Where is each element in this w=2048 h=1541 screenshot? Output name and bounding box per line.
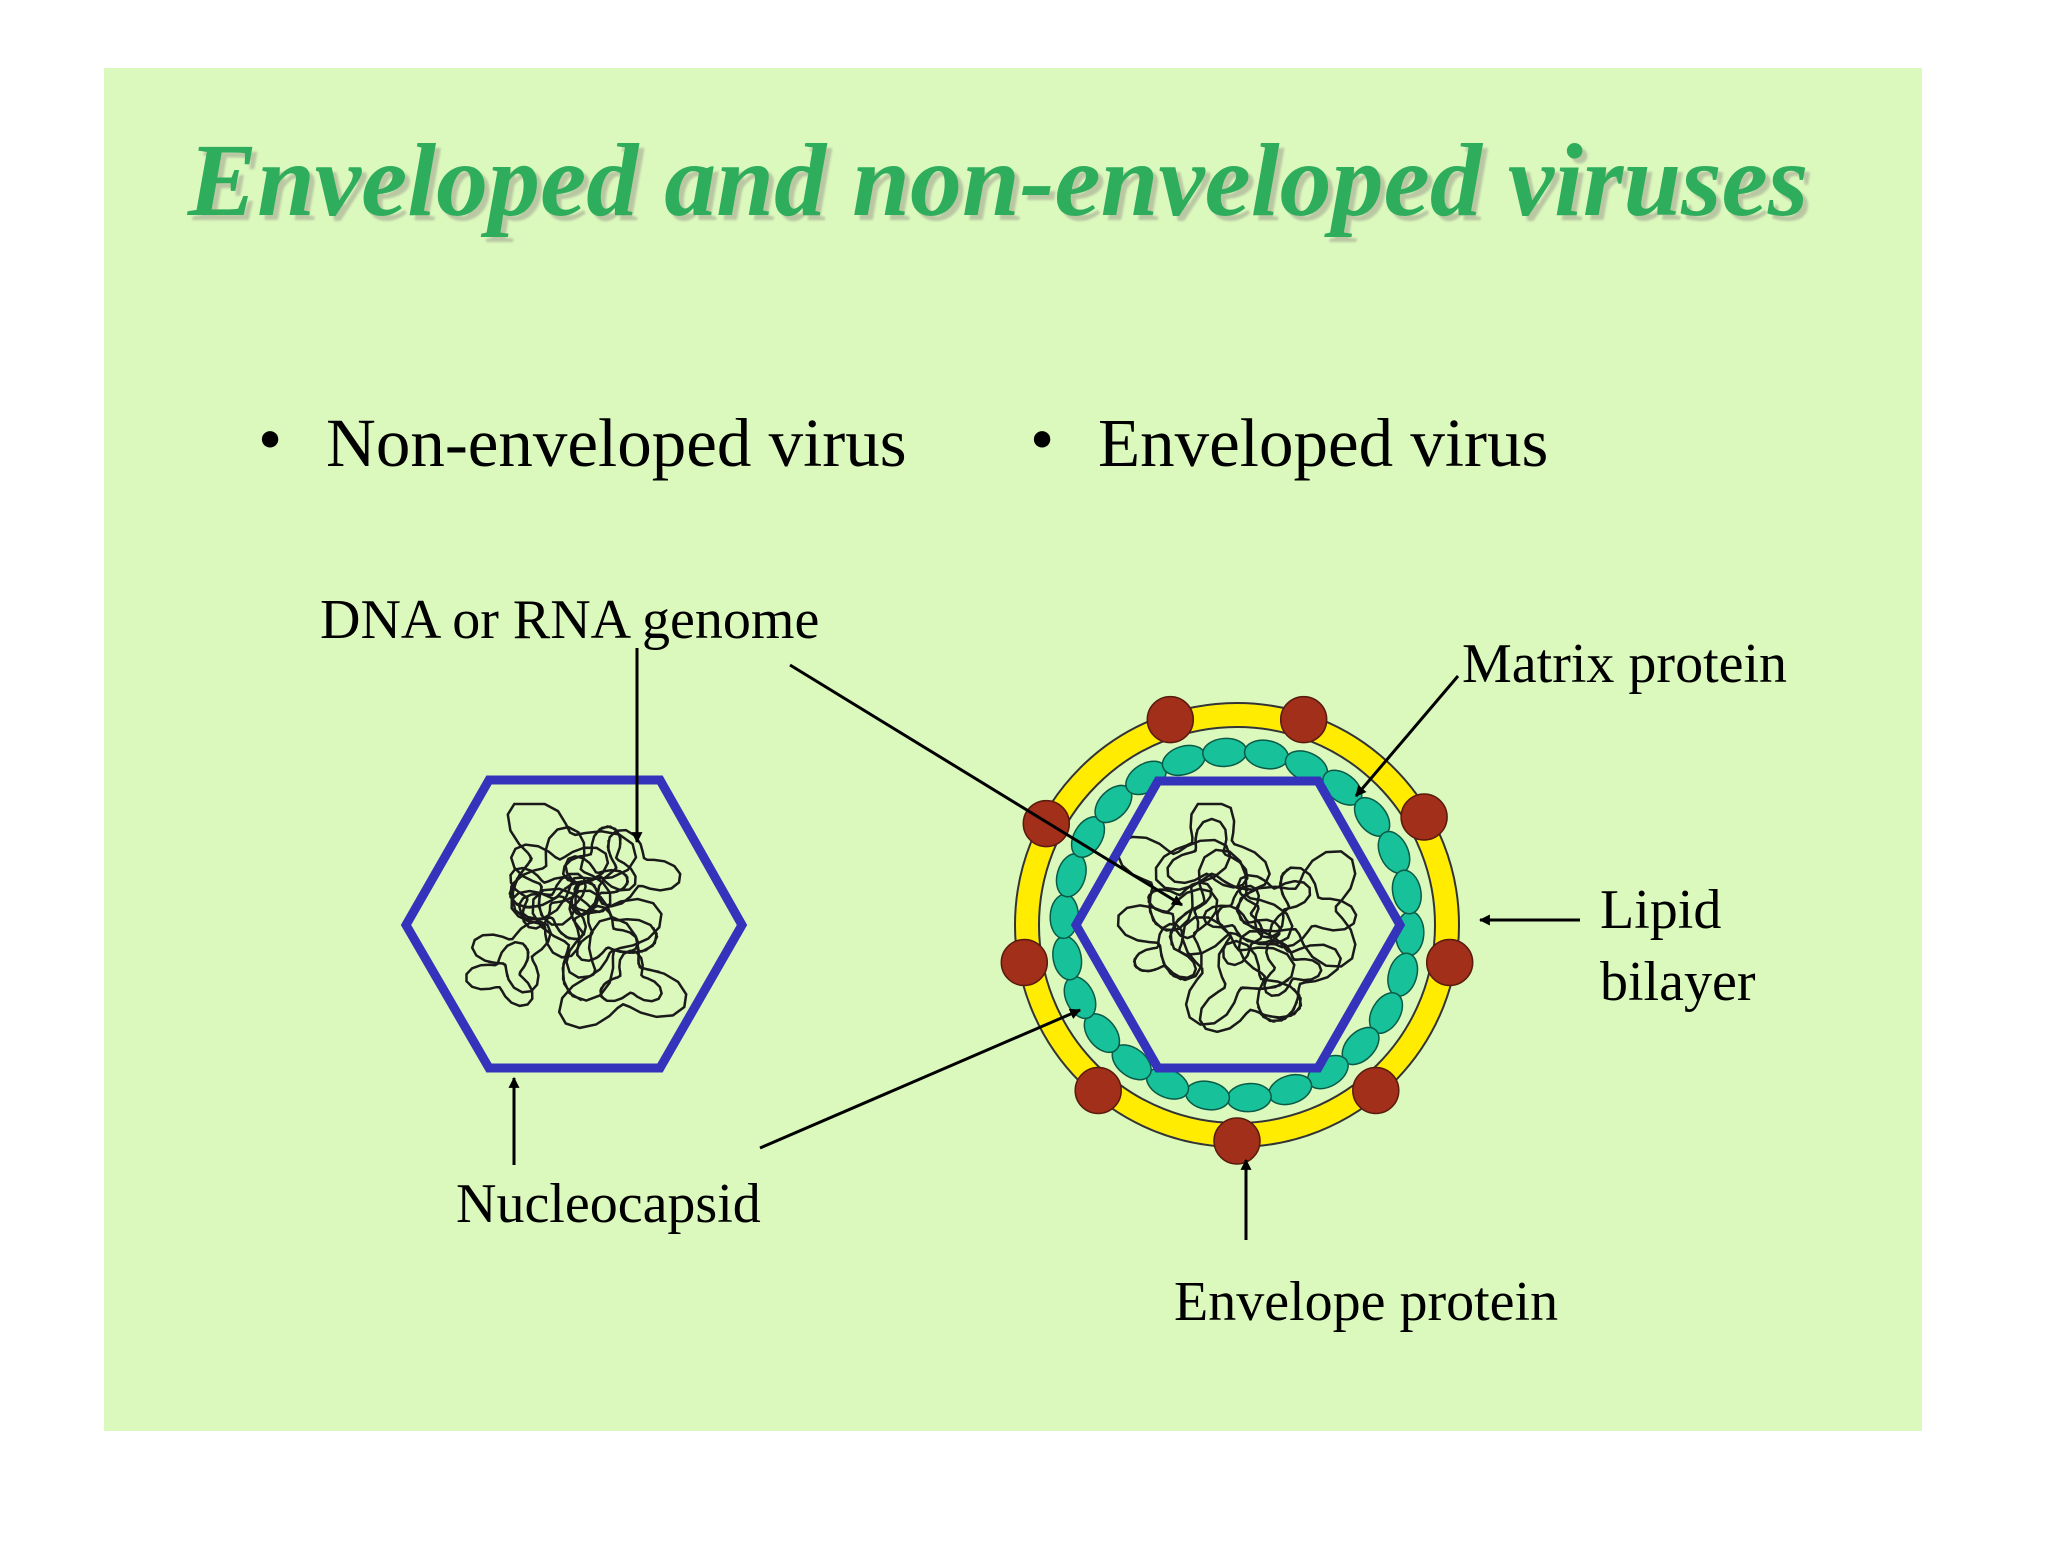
genome-strand xyxy=(1168,848,1294,957)
genome-strand xyxy=(1237,930,1343,1023)
genome-strand xyxy=(510,880,600,959)
genome-strand xyxy=(1166,817,1249,889)
slide-background xyxy=(104,68,1922,1431)
label-envelope-protein: Envelope protein xyxy=(1174,1271,1558,1333)
envelope-protein xyxy=(1279,695,1328,744)
envelope-protein xyxy=(1213,1117,1261,1165)
genome-coil xyxy=(465,802,688,1030)
genome-strand xyxy=(1268,866,1358,949)
bullet-non-enveloped: Non-enveloped virus xyxy=(326,405,907,481)
label-bilayer: bilayer xyxy=(1600,951,1756,1013)
genome-strand xyxy=(1115,835,1232,932)
envelope-protein xyxy=(1074,1066,1122,1115)
label-genome: DNA or RNA genome xyxy=(320,589,819,651)
label-lipid: Lipid xyxy=(1600,879,1721,941)
arrow-matrix-protein xyxy=(1354,675,1460,797)
matrix-protein-layer xyxy=(1049,737,1425,1113)
genome-strand xyxy=(508,825,612,915)
genome-strand xyxy=(599,949,663,1003)
genome-strand xyxy=(557,916,688,1030)
genome-strand xyxy=(1235,850,1357,968)
envelope-protein xyxy=(1146,695,1195,744)
genome-strand xyxy=(465,940,534,1008)
genome-strand xyxy=(470,920,553,994)
genome-strand xyxy=(1198,939,1303,1034)
genome-strand xyxy=(509,866,579,930)
genome-strand xyxy=(1236,874,1312,939)
envelope-protein-layer xyxy=(1000,695,1474,1165)
arrow-nucleocapsid-right xyxy=(759,1008,1082,1150)
label-matrix-protein: Matrix protein xyxy=(1462,633,1787,695)
non-enveloped-virus xyxy=(400,775,748,1073)
genome-strand xyxy=(531,887,663,1002)
genome-strand xyxy=(1147,881,1213,940)
envelope-protein xyxy=(1425,938,1474,987)
enveloped-virus xyxy=(1000,695,1474,1165)
arrow-genome-right xyxy=(789,663,1183,907)
matrix-protein xyxy=(1391,869,1422,915)
envelope-protein xyxy=(1400,793,1448,841)
bullet-marker: • xyxy=(258,401,282,477)
envelope-protein xyxy=(1352,1066,1400,1115)
genome-coil xyxy=(1115,802,1358,1034)
bullet-enveloped: Enveloped virus xyxy=(1098,405,1548,481)
capsid-hexagon xyxy=(400,775,748,1073)
envelope-protein xyxy=(1000,938,1049,987)
genome-strand xyxy=(517,872,588,941)
genome-strand xyxy=(561,825,637,892)
genome-strand xyxy=(1202,884,1265,944)
leader-lines xyxy=(508,648,1580,1240)
genome-strand xyxy=(1132,922,1198,980)
bullet-marker: • xyxy=(1030,401,1054,477)
capsid-hexagon xyxy=(1070,776,1406,1073)
genome-strand xyxy=(1116,887,1219,982)
slide-title: Enveloped and non-enveloped viruses xyxy=(187,123,1809,238)
genome-strand xyxy=(565,889,659,979)
label-nucleocapsid: Nucleocapsid xyxy=(456,1173,761,1235)
